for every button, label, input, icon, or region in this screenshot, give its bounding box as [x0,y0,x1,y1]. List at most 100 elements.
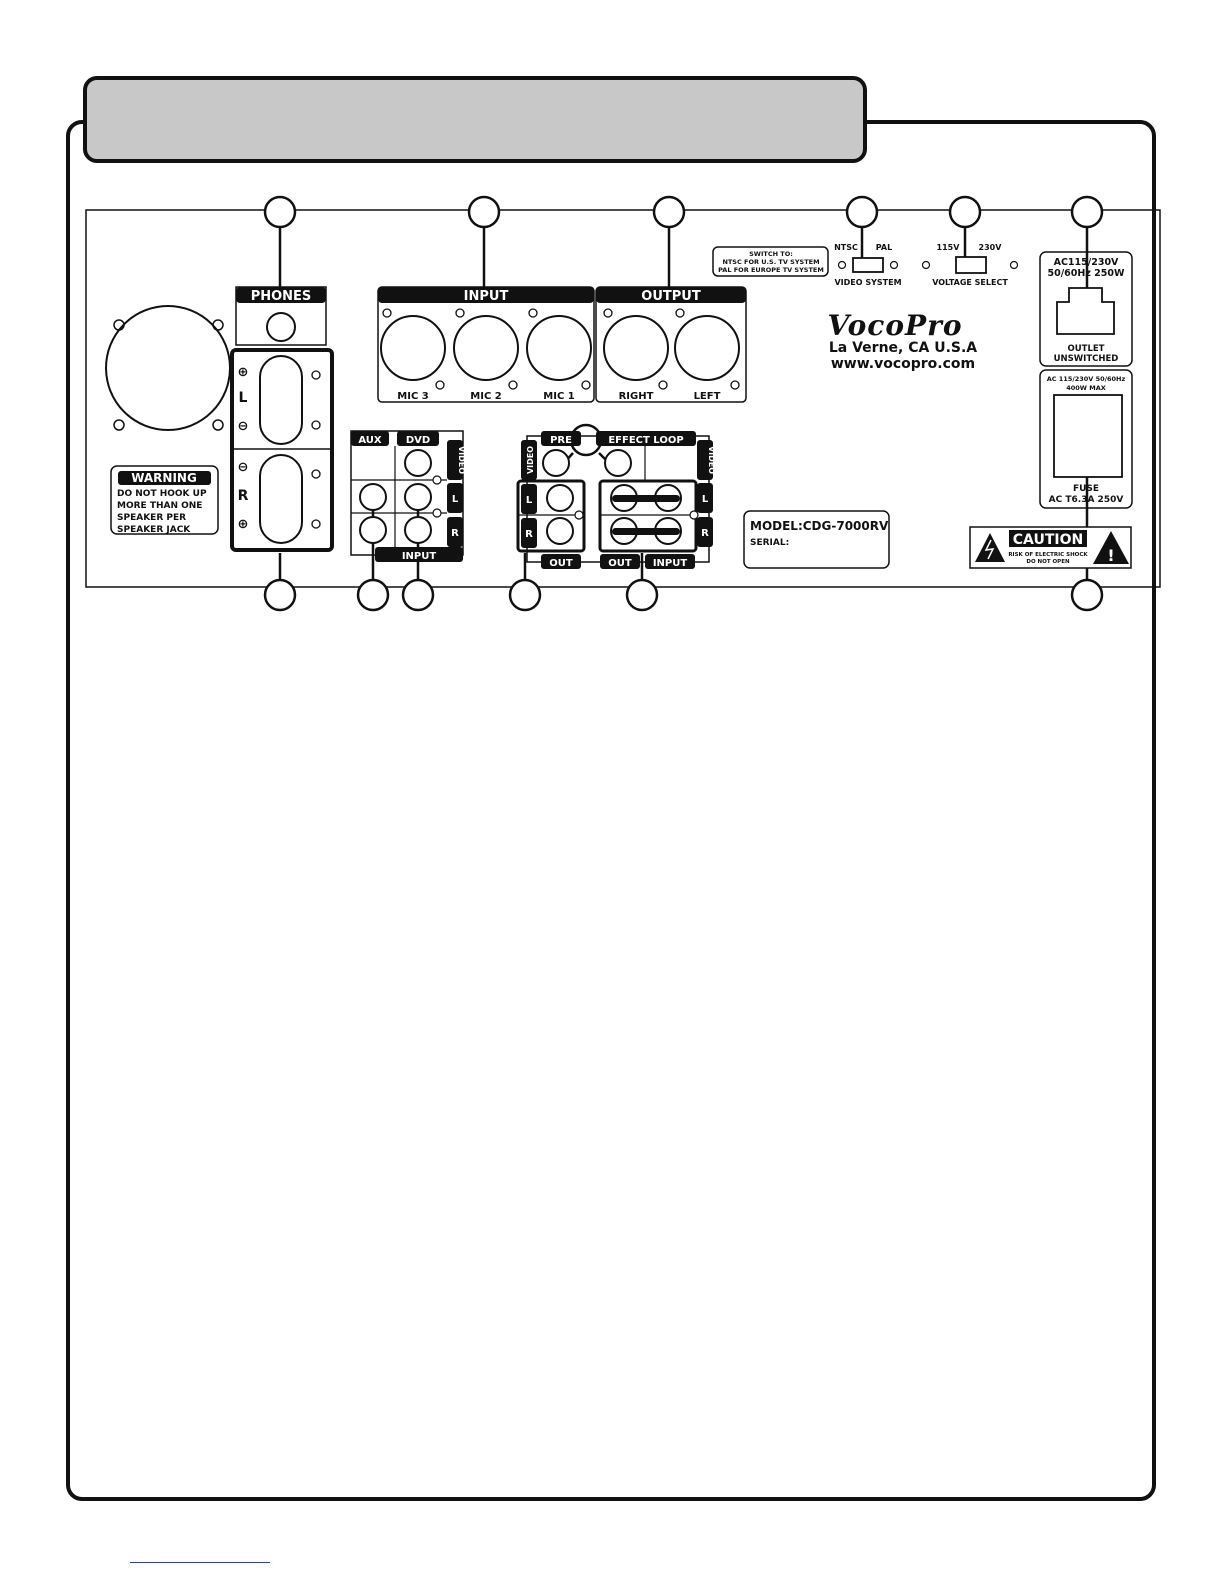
effect-out-label: OUT [608,558,632,569]
pre-r-label: R [525,529,533,540]
video-system-switch[interactable] [852,257,884,273]
v230-label: 230V [979,243,1003,252]
callout-output [652,195,686,229]
dvd-r-label: R [451,528,459,539]
pre-out-l-jack[interactable] [546,484,574,512]
dvd-video-jack[interactable] [404,449,432,477]
pre-video-label: VIDEO [526,446,535,474]
outlet-box [1039,251,1133,367]
warning-line: SPEAKER PER [117,513,186,523]
pre-out-box [516,479,586,553]
fuse-box [1039,369,1133,509]
pre-label: PRE [550,435,572,446]
dvd-l-jack[interactable] [404,483,432,511]
pre-out-r-jack[interactable] [546,517,574,545]
voltage-select-switch[interactable] [955,256,987,274]
dvd-video-label: VIDEO [457,446,466,474]
switch-note-line: NTSC FOR U.S. TV SYSTEM [722,258,819,266]
brand-logo: VocoPro [827,309,962,342]
effect-loop-label: EFFECT LOOP [608,435,683,446]
switch-note-line: PAL FOR EUROPE TV SYSTEM [718,266,824,274]
warning-line: SPEAKER JACK [117,525,191,535]
serial-line: SERIAL: [750,538,789,548]
jumper-l[interactable] [612,495,680,502]
callout-pre-out [508,578,542,612]
panel-outline [85,209,1161,588]
callout-phones [263,195,297,229]
xlr-mic2[interactable] [453,315,519,381]
callout-effect-loop [625,578,659,612]
v115-label: 115V [937,243,961,252]
mic-input-box [377,286,595,403]
xlr-label: LEFT [694,391,721,402]
xlr-right[interactable] [603,315,669,381]
dvd-r-jack[interactable] [404,516,432,544]
switch-note-box [712,246,829,277]
fuse-bottom2: AC T6.3A 250V [1049,495,1124,505]
aux-r-jack[interactable] [359,516,387,544]
pre-l-label: L [526,495,533,506]
footer-link-underline [130,1562,270,1563]
speaker-jack-l[interactable] [259,355,303,445]
warning-line: MORE THAN ONE [117,501,202,511]
callout-mic-input [467,195,501,229]
speaker-terminal-block [230,348,334,552]
fan-screws [113,319,224,431]
callout-voltage-select [948,195,982,229]
lightning-bolt-icon [984,539,995,560]
shock-triangle-icon [975,533,1005,562]
outlet-socket[interactable] [1056,287,1115,335]
speaker-r-plus: ⊕ [238,517,249,532]
output-box [595,286,747,403]
fuse-bottom1: FUSE [1073,484,1099,494]
exclamation-triangle-icon [1093,531,1129,564]
callout-speaker-jacks [263,578,297,612]
aux-label: AUX [358,435,382,446]
warning-box [110,465,219,535]
speaker-l-plus: ⊕ [238,365,249,380]
effect-input-label: INPUT [653,558,688,569]
header-bar [83,76,867,163]
pal-label: PAL [876,243,892,252]
phones-label: PHONES [251,289,312,304]
xlr-mic3[interactable] [380,315,446,381]
xlr-mic1[interactable] [526,315,592,381]
dvd-l-label: L [452,494,459,505]
phones-jack[interactable] [266,312,296,342]
jumper-r[interactable] [612,528,680,535]
effect-video-label: VIDEO [707,446,716,474]
aux-dvd-input-label: INPUT [402,551,437,562]
warning-title: WARNING [131,471,197,485]
pre-out-label: OUT [549,558,573,569]
outlet-bottom1: OUTLET [1068,344,1105,354]
effect-video-jack[interactable] [604,449,632,477]
xlr-left[interactable] [674,315,740,381]
voltage-select-label: VOLTAGE SELECT [932,278,1008,287]
xlr-label: MIC 3 [397,391,428,402]
model-line: MODEL:CDG-7000RV [750,519,889,533]
brand-city: La Verne, CA U.S.A [829,340,977,356]
caution-line1: RISK OF ELECTRIC SHOCK [1008,552,1088,558]
speaker-l-label: L [239,390,248,406]
fuse-top2: 400W MAX [1066,384,1106,392]
caution-title: CAUTION [1013,532,1083,548]
ntsc-label: NTSC [834,243,858,252]
speaker-jack-r[interactable] [259,454,303,544]
exclamation-mark-icon: ! [1107,546,1114,565]
xlr-label: MIC 2 [470,391,501,402]
warning-title-bg [118,471,211,485]
warning-line: DO NOT HOOK UP [117,489,207,499]
xlr-label: RIGHT [619,391,654,402]
output-label: OUTPUT [641,289,701,304]
outlet-top2: 50/60Hz 250W [1047,268,1125,279]
aux-l-jack[interactable] [359,483,387,511]
pre-video-jack[interactable] [542,449,570,477]
speaker-l-minus: ⊖ [238,419,249,434]
video-system-label: VIDEO SYSTEM [834,278,901,287]
effect-r-label: R [701,528,709,539]
callout-dvd-input [401,578,435,612]
fuse-holder[interactable] [1053,394,1123,478]
effect-l-label: L [702,494,709,505]
outlet-top1: AC115/230V [1054,257,1119,268]
